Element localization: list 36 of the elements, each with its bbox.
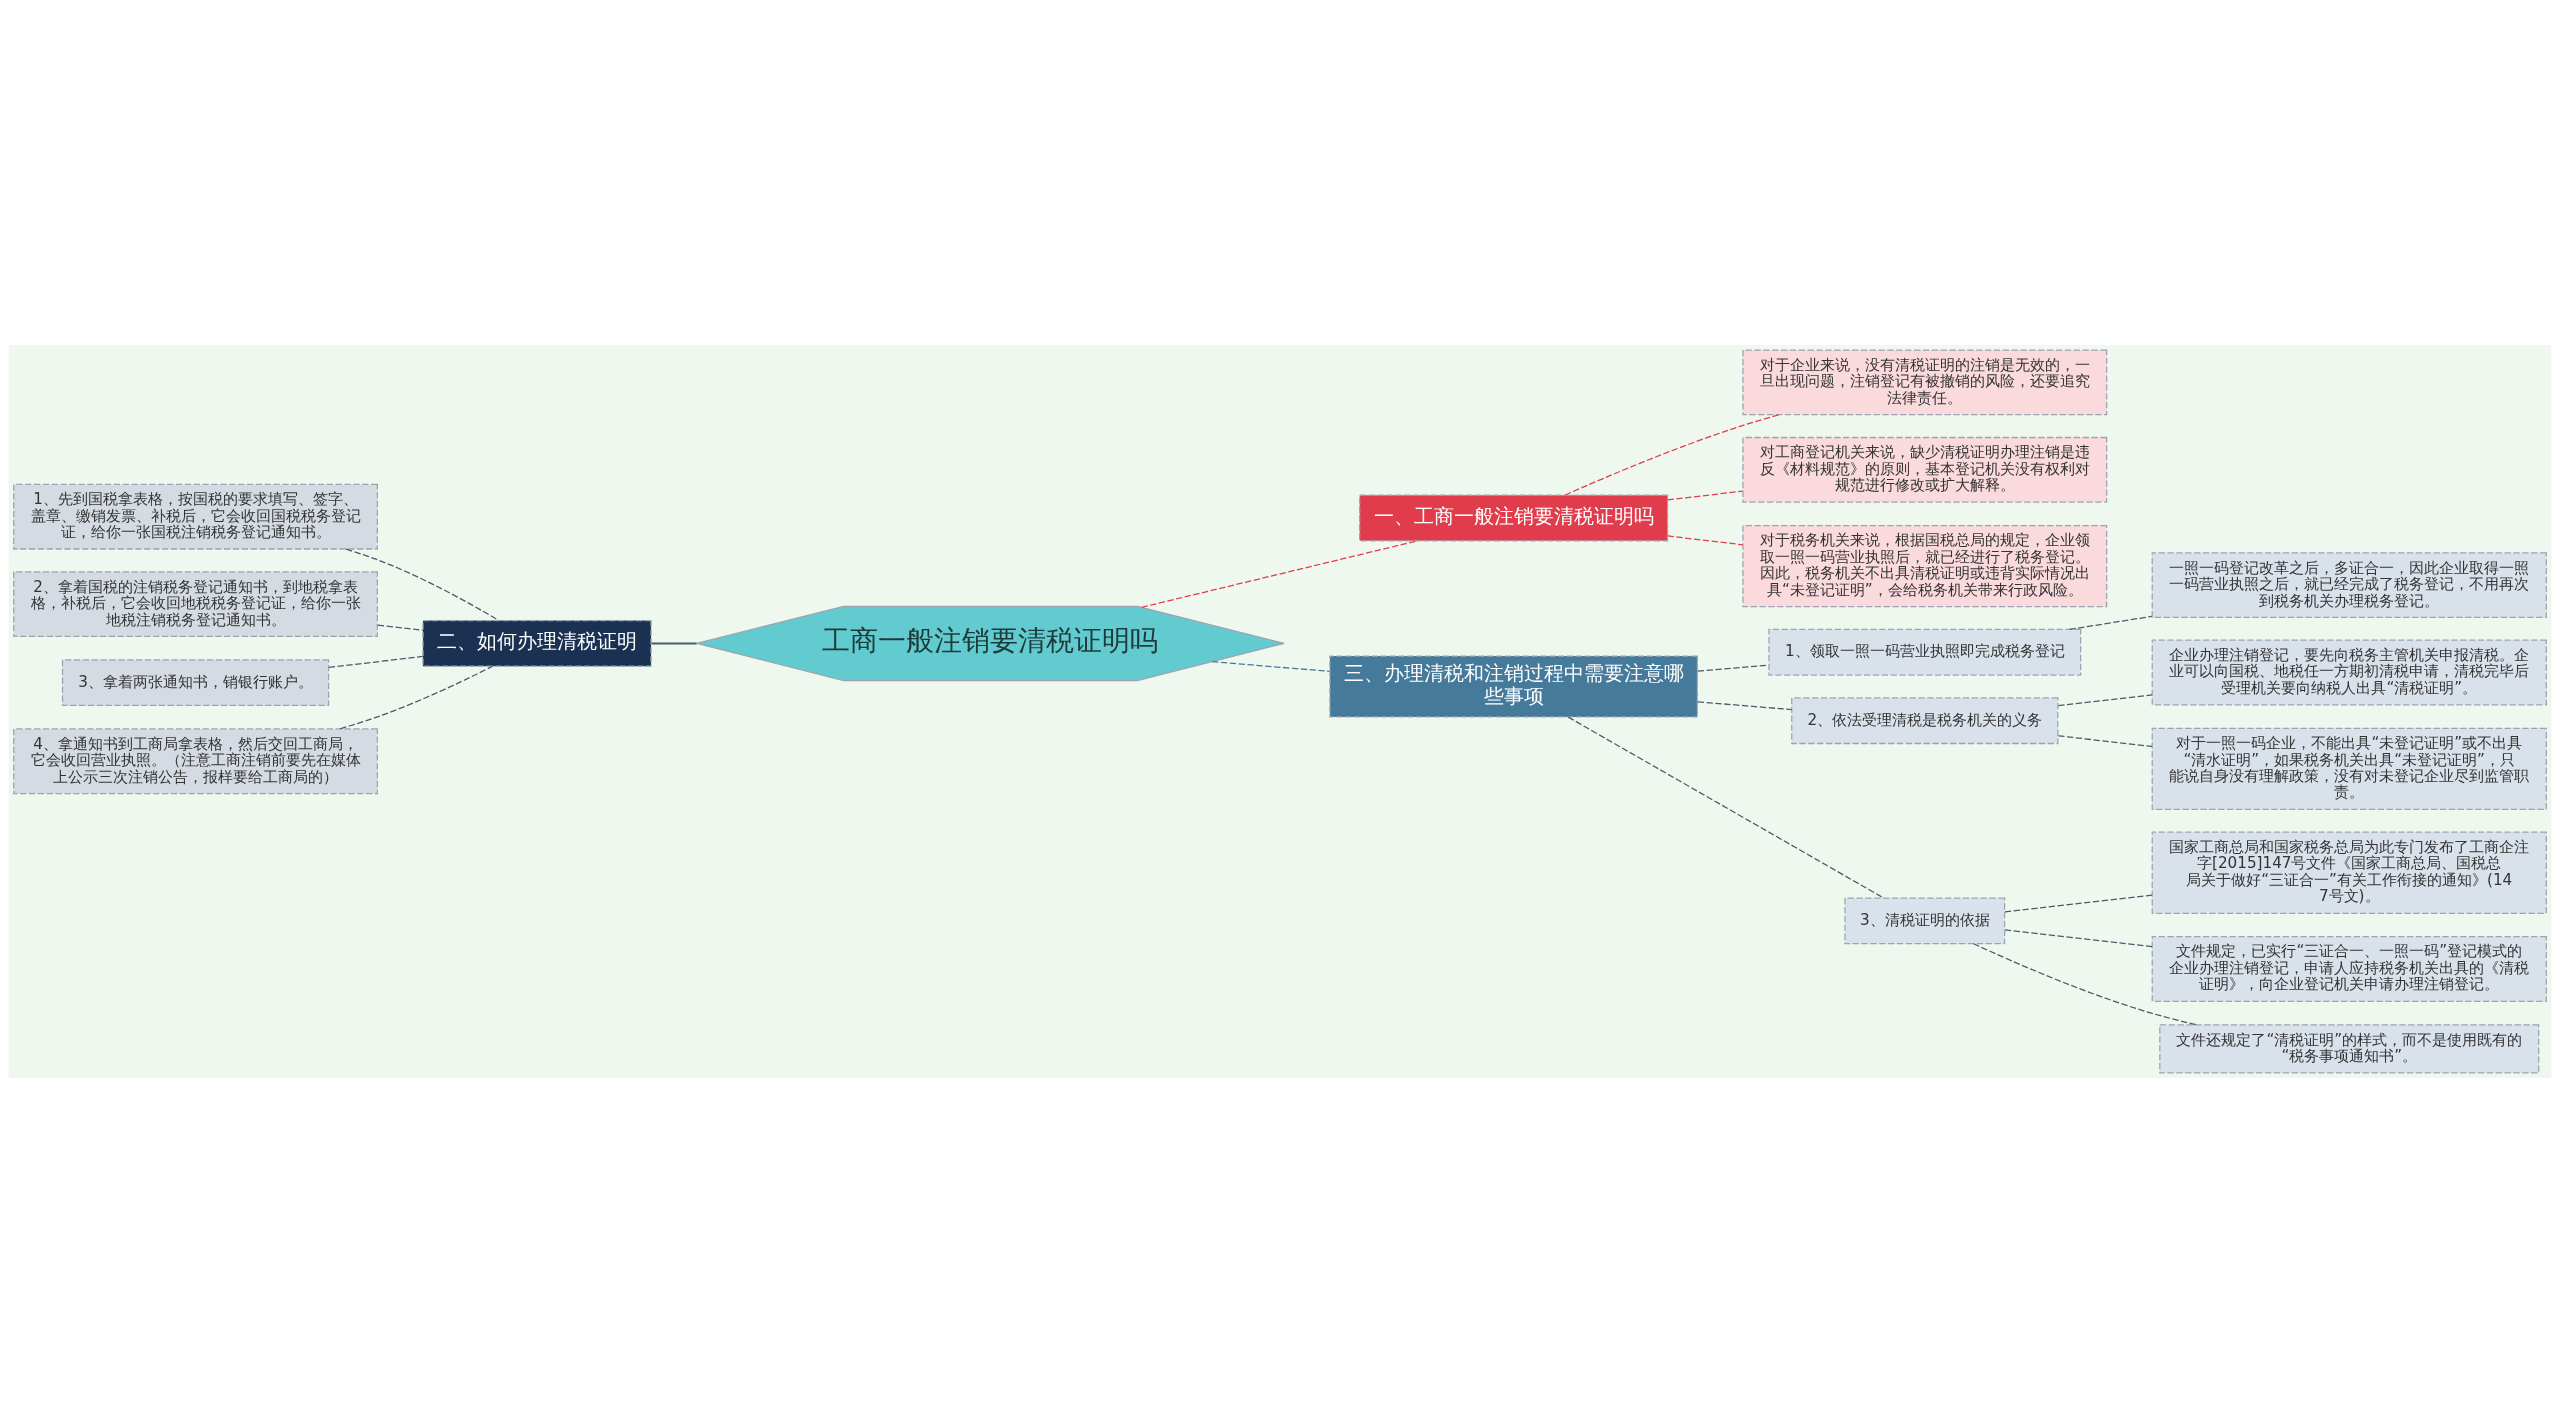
connector xyxy=(1667,489,1744,501)
connector xyxy=(1667,534,1744,545)
connector xyxy=(377,623,424,631)
node-box: 企业办理注销登记，要先向税务主管机关申报清税。企业可以向国税、地税任一方期初清税申请，清税完毕后受理机关要向纳税人出具“清税证明”。 xyxy=(2151,639,2547,705)
node-box: 一照一码登记改革之后，多证合一，因此企业取得一照一码营业执照之后，就已经完成了税务登记，不用再次到税务机关办理税务登记。 xyxy=(2151,551,2547,618)
connector xyxy=(345,548,500,621)
connector xyxy=(2004,928,2153,947)
connector xyxy=(339,665,493,729)
connector xyxy=(2068,615,2153,630)
connector xyxy=(1211,660,1331,672)
node-box: 对于企业来说，没有清税证明的注销是无效的，一旦出现问题，注销登记有被撤销的风险，还要追究法律责任。 xyxy=(1742,348,2108,415)
connector xyxy=(1697,664,1769,672)
connector xyxy=(651,641,697,644)
node-box: 对于一照一码企业，不能出具“未登记证明”或不出具“清水证明”，如果税务机关出具“未登记证明”，只能说自身没有理解政策，没有对未登记企业尽到监管职责。 xyxy=(2151,727,2547,810)
node-box: 二、如何办理清税证明 xyxy=(422,619,652,667)
node-box: 3、清税证明的依据 xyxy=(1844,896,2006,944)
connector xyxy=(2057,734,2153,747)
node-box: 一、工商一般注销要清税证明吗 xyxy=(1359,494,1669,541)
node-box: 1、先到国税拿表格，按国税的要求填写、签字、盖章、缴销发票、补税后，它会收回国税税务登记证，给你一张国税注销税务登记通知书。 xyxy=(13,483,378,550)
connector xyxy=(1697,700,1793,710)
connector xyxy=(2057,693,2153,706)
node-box: 国家工商总局和国家税务总局为此专门发布了工商企注字[2015]147号文件《国家工商总局、国税总局关于做好“三证合一”有关工作衔接的通知》(147号文)。 xyxy=(2151,831,2547,914)
node-box: 2、拿着国税的注销税务登记通知书，到地税拿表格，补税后，它会收回地税税务登记证，给你一张地税注销税务登记通知书。 xyxy=(13,570,378,637)
node-box: 2、依法受理清税是税务机关的义务 xyxy=(1791,696,2059,744)
node-box: 对于税务机关来说，根据国税总局的规定，企业领取一照一码营业执照后，就已经进行了税务登记。因此，税务机关不出具清税证明或违背实际情况出具“未登记证明”，会给税务机关带来行政风险。 xyxy=(1742,524,2108,607)
node-box: 文件规定，已实行“三证合一、一照一码”登记模式的企业办理注销登记，申请人应持税务机关出具的《清税证明》，向企业登记机关申请办理注销登记。 xyxy=(2151,935,2547,1002)
node-box: 文件还规定了“清税证明”的样式，而不是使用既有的“税务事项通知书”。 xyxy=(2159,1023,2540,1074)
node-box: 4、拿通知书到工商局拿表格，然后交回工商局，它会收回营业执照。（注意工商注销前要先在媒体上公示三次注销公告，报样要给工商局的） xyxy=(13,727,378,794)
connector xyxy=(2004,893,2153,913)
node-box: 三、办理清税和注销过程中需要注意哪些事项 xyxy=(1329,654,1698,718)
connector xyxy=(328,655,424,668)
connector xyxy=(1567,716,1885,899)
connector xyxy=(1141,539,1419,608)
node-box: 1、领取一照一码营业执照即完成税务登记 xyxy=(1768,628,2082,676)
node-box: 对工商登记机关来说，缺少清税证明办理注销是违反《材料规范》的原则，基本登记机关没有权利对规范进行修改或扩大解释。 xyxy=(1742,436,2108,503)
node-box: 3、拿着两张通知书，销银行账户。 xyxy=(61,658,330,706)
